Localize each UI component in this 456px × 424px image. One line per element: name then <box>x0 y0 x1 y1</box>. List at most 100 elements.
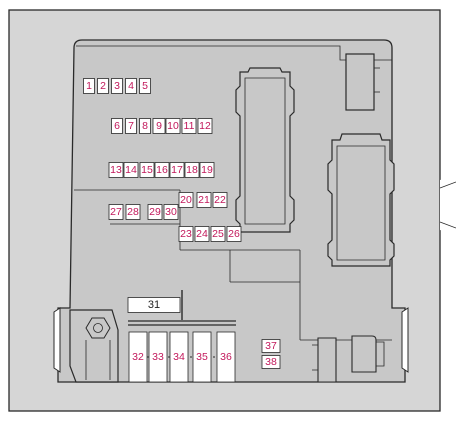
fuse-2-label: 2 <box>100 80 106 92</box>
fuse-25: 25 <box>210 226 226 242</box>
fuse-24-label: 24 <box>196 228 208 240</box>
fuse-25-label: 25 <box>212 228 224 240</box>
fuse-36: 36 <box>216 331 236 383</box>
fuse-31-body <box>127 297 181 313</box>
fuse-7: 7 <box>125 118 137 134</box>
bolt-hex <box>85 317 111 339</box>
fuse-38-body <box>261 355 281 369</box>
fuse-26-label: 26 <box>228 228 240 240</box>
fuse-19-body <box>199 162 215 178</box>
fuse-13: 13 <box>108 162 124 178</box>
fuse-12: 12 <box>197 118 213 134</box>
fuse-3-label: 3 <box>114 80 120 92</box>
fuse-4-label: 4 <box>128 80 134 92</box>
fuse-23: 23 <box>178 226 194 242</box>
fuse-1-label: 1 <box>86 80 92 92</box>
fuse-27-label: 27 <box>110 206 122 218</box>
fuse-34-label: 34 <box>173 351 185 363</box>
fuse-27: 27 <box>108 204 124 220</box>
fuse-7-label: 7 <box>128 120 134 132</box>
fuse-37-body <box>261 339 281 353</box>
fuse-24-body <box>194 226 210 242</box>
fuse-28-label: 28 <box>127 206 139 218</box>
fuse-15-body <box>139 162 155 178</box>
fuse-20: 20 <box>178 192 194 208</box>
fuse-15-label: 15 <box>141 164 153 176</box>
fuse-18: 18 <box>184 162 200 178</box>
fuse-15: 15 <box>139 162 155 178</box>
fuse-21-body <box>196 192 212 208</box>
fuse-18-body <box>184 162 200 178</box>
fuse-11-label: 11 <box>184 120 195 132</box>
fuse-31-label: 31 <box>148 299 160 311</box>
relay-top-right <box>345 53 375 111</box>
fuse-23-label: 23 <box>180 228 192 240</box>
fuse-16-label: 16 <box>156 164 168 176</box>
fuse-8: 8 <box>139 118 151 134</box>
fuse-11-body <box>181 118 197 134</box>
fuse-28-body <box>125 204 141 220</box>
fuse-10-label: 10 <box>167 120 179 132</box>
connector-a <box>317 337 337 383</box>
fuse-20-body <box>178 192 194 208</box>
fuse-8-body <box>139 118 151 134</box>
fuse-30-label: 30 <box>165 206 177 218</box>
connector-b <box>351 335 377 373</box>
fuse-13-body <box>108 162 124 178</box>
fuse-23-body <box>178 226 194 242</box>
fuse-5: 5 <box>139 78 151 94</box>
fuse-10: 10 <box>165 118 181 134</box>
fuse-4-body <box>125 78 137 94</box>
fuse-12-label: 12 <box>199 120 211 132</box>
fuse-9-label: 9 <box>156 120 162 132</box>
fuse-6-label: 6 <box>114 120 120 132</box>
fuse-31: 31 <box>127 297 181 313</box>
fuse-2: 2 <box>97 78 109 94</box>
fuse-20-label: 20 <box>180 194 192 206</box>
fuse-24: 24 <box>194 226 210 242</box>
fuse-32: 32 <box>128 331 148 383</box>
fuse-37: 37 <box>261 339 281 353</box>
fuse-18-label: 18 <box>186 164 198 176</box>
fuse-2-body <box>97 78 109 94</box>
bolt-center <box>93 323 103 333</box>
fuse-22-label: 22 <box>214 194 226 206</box>
fuse-33-label: 33 <box>152 351 164 363</box>
fuse-3: 3 <box>111 78 123 94</box>
fuse-30: 30 <box>163 204 179 220</box>
fuse-5-label: 5 <box>142 80 148 92</box>
fuse-6: 6 <box>111 118 123 134</box>
fuse-29: 29 <box>147 204 163 220</box>
fuse-26-body <box>226 226 242 242</box>
fuse-22: 22 <box>212 192 228 208</box>
fuse-12-body <box>197 118 213 134</box>
fuse-14-body <box>123 162 139 178</box>
fuse-27-body <box>108 204 124 220</box>
relay-slot-right <box>327 133 395 267</box>
fuse-30-body <box>163 204 179 220</box>
fuse-22-body <box>212 192 228 208</box>
fuse-17: 17 <box>169 162 185 178</box>
fuse-25-body <box>210 226 226 242</box>
fuse-35-body <box>192 331 212 383</box>
fuse-7-body <box>125 118 137 134</box>
fuse-38-label: 38 <box>265 356 277 368</box>
fuse-10-body <box>165 118 181 134</box>
fuse-13-label: 13 <box>110 164 122 176</box>
frame-notch <box>440 175 456 235</box>
fuse-21: 21 <box>196 192 212 208</box>
fuse-16: 16 <box>154 162 170 178</box>
fuse-19: 19 <box>199 162 215 178</box>
fuse-35: 35 <box>192 331 212 383</box>
fuse-35-label: 35 <box>196 351 208 363</box>
fuse-21-label: 21 <box>198 194 210 206</box>
fuse-14: 14 <box>123 162 139 178</box>
relay-slot-center <box>235 67 295 233</box>
fuse-38: 38 <box>261 355 281 369</box>
fuse-32-label: 32 <box>132 351 144 363</box>
fuse-3-body <box>111 78 123 94</box>
fuse-4: 4 <box>125 78 137 94</box>
fuse-36-label: 36 <box>220 351 232 363</box>
